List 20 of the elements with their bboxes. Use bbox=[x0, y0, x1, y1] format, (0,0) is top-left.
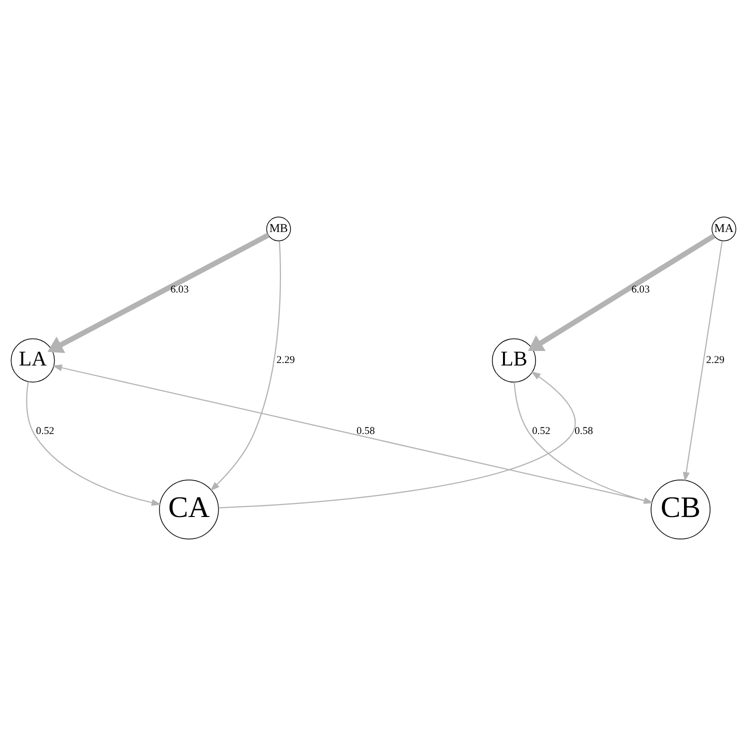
arrow bbox=[682, 240, 723, 482]
edge-label: 6.03 bbox=[631, 284, 650, 296]
edge-label: 6.03 bbox=[170, 284, 189, 296]
edge-label: 2.29 bbox=[706, 355, 724, 366]
node-circle: LB bbox=[492, 338, 536, 382]
arrow bbox=[218, 371, 576, 508]
node-circle: MA bbox=[712, 216, 736, 242]
arrow bbox=[26, 382, 162, 506]
edge-label: 0.52 bbox=[36, 426, 54, 437]
arrow bbox=[48, 232, 270, 354]
edge-label: 0.52 bbox=[532, 426, 550, 437]
edge-label: 0.58 bbox=[356, 426, 375, 437]
arrow bbox=[528, 234, 716, 352]
arrow bbox=[210, 241, 281, 492]
edge-label: 2.29 bbox=[276, 355, 295, 366]
node-circle: MB bbox=[266, 216, 291, 242]
edge-label: 0.58 bbox=[574, 426, 593, 437]
node-circle: CB bbox=[650, 480, 710, 540]
arrow bbox=[52, 364, 652, 503]
node-circle: LA bbox=[10, 338, 55, 382]
